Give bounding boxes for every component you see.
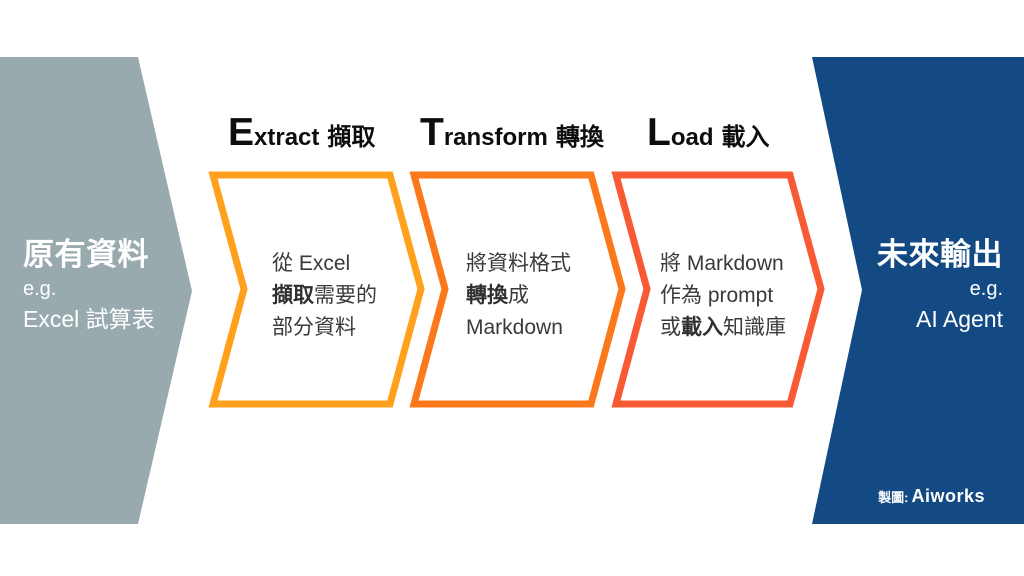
- step-load-chevron-shape: [611, 171, 825, 408]
- step-transform-line-1: 將資料格式: [466, 252, 571, 275]
- step-extract-line-1: 從 Excel: [272, 252, 351, 275]
- step-load-title-initial: L: [647, 111, 671, 154]
- step-extract-chevron-shape: [208, 171, 425, 408]
- step-transform-title-rest: ransform: [443, 124, 548, 151]
- step-load-title-rest: oad: [670, 124, 714, 151]
- source-arrow-shape: [0, 57, 192, 524]
- credit-brand: Aiworks: [911, 486, 985, 506]
- output-panel-shape: [812, 57, 1024, 524]
- step-extract-line-2: 擷取需要的: [272, 284, 377, 307]
- step-extract-description: 從 Excel 擷取需要的 部分資料: [272, 248, 377, 344]
- step-load-line-2: 作為 prompt: [660, 284, 774, 307]
- step-load-description: 將 Markdown 作為 prompt 或載入知識庫: [660, 248, 786, 344]
- step-extract-title-initial: E: [228, 111, 255, 154]
- source-panel-eg: e.g.: [23, 278, 57, 300]
- step-transform-line-3: Markdown: [466, 316, 563, 339]
- step-load-line-3: 或載入知識庫: [660, 316, 786, 339]
- output-panel-text: 未來輸出 e.g. AI Agent: [877, 236, 1003, 335]
- output-panel-example: AI Agent: [916, 306, 1003, 332]
- output-panel-eg: e.g.: [969, 278, 1003, 300]
- credit-label: 製圖:: [878, 490, 909, 505]
- step-load-line-1: 將 Markdown: [660, 252, 784, 275]
- credit: 製圖: Aiworks: [878, 486, 985, 507]
- step-transform-title-initial: T: [420, 111, 444, 154]
- step-load-title-cjk: 載入: [721, 124, 770, 151]
- step-extract-title-rest: xtract: [254, 124, 320, 151]
- step-extract-line-3: 部分資料: [272, 316, 356, 339]
- step-transform-chevron-shape: [409, 171, 626, 408]
- step-transform-line-2: 轉換成: [466, 284, 529, 307]
- source-panel-title: 原有資料: [23, 237, 149, 272]
- step-transform-title-cjk: 轉換: [555, 124, 604, 151]
- output-panel-title: 未來輸出: [877, 237, 1003, 272]
- source-panel-text: 原有資料 e.g. Excel 試算表: [23, 236, 155, 335]
- source-panel-example: Excel 試算表: [23, 306, 155, 332]
- step-transform-description: 將資料格式 轉換成 Markdown: [466, 248, 571, 344]
- step-extract-title-cjk: 擷取: [327, 124, 376, 151]
